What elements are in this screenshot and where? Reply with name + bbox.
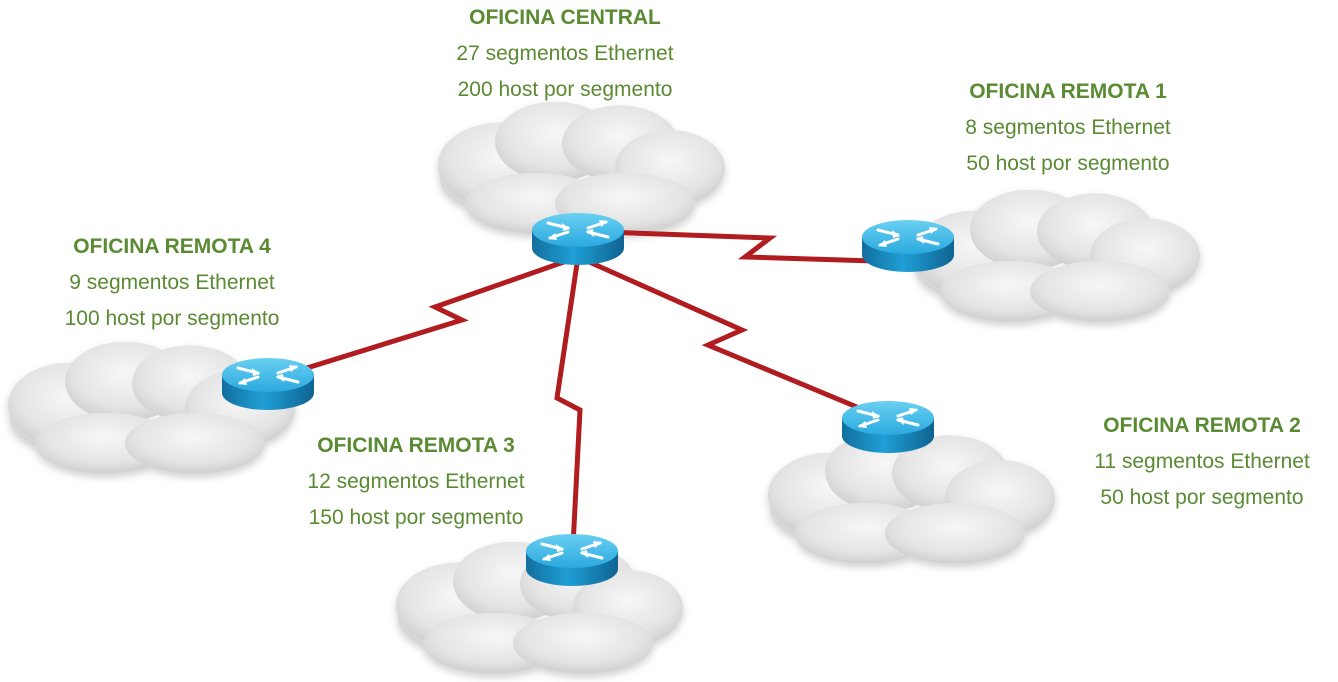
router-icon bbox=[220, 356, 316, 412]
label-remote-office-1: OFICINA REMOTA 1 8 segmentos Ethernet 50… bbox=[908, 74, 1228, 182]
office-name: OFICINA REMOTA 1 bbox=[969, 80, 1167, 103]
wan-link-central-remote4 bbox=[267, 254, 579, 383]
office-segments: 27 segmentos Ethernet bbox=[456, 42, 674, 65]
wan-link-central-remote1 bbox=[577, 228, 909, 265]
office-name: OFICINA REMOTA 3 bbox=[317, 434, 515, 457]
cloud-remote2 bbox=[768, 431, 1055, 564]
office-hosts: 200 host por segmento bbox=[457, 78, 673, 101]
label-remote-office-2: OFICINA REMOTA 2 11 segmentos Ethernet 5… bbox=[1042, 408, 1338, 516]
office-name: OFICINA REMOTA 2 bbox=[1103, 414, 1301, 437]
label-central-office: OFICINA CENTRAL 27 segmentos Ethernet 20… bbox=[405, 0, 725, 108]
office-hosts: 50 host por segmento bbox=[966, 152, 1170, 175]
label-remote-office-3: OFICINA REMOTA 3 12 segmentos Ethernet 1… bbox=[256, 428, 576, 536]
office-segments: 12 segmentos Ethernet bbox=[307, 470, 525, 493]
wan-link-central-remote3 bbox=[554, 256, 583, 566]
office-name: OFICINA REMOTA 4 bbox=[73, 235, 271, 258]
office-hosts: 150 host por segmento bbox=[308, 506, 524, 529]
office-segments: 8 segmentos Ethernet bbox=[965, 116, 1171, 139]
office-segments: 9 segmentos Ethernet bbox=[69, 271, 275, 294]
label-remote-office-4: OFICINA REMOTA 4 9 segmentos Ethernet 10… bbox=[12, 229, 332, 337]
office-name: OFICINA CENTRAL bbox=[469, 6, 661, 29]
router-icon bbox=[530, 211, 626, 267]
cloud-remote1 bbox=[913, 189, 1200, 322]
office-segments: 11 segmentos Ethernet bbox=[1094, 450, 1310, 473]
wan-link-central-remote2 bbox=[576, 254, 889, 423]
router-icon bbox=[860, 218, 956, 274]
router-icon bbox=[524, 532, 620, 588]
router-icon bbox=[840, 399, 936, 455]
office-hosts: 100 host por segmento bbox=[64, 307, 280, 330]
office-hosts: 50 host por segmento bbox=[1100, 486, 1304, 509]
